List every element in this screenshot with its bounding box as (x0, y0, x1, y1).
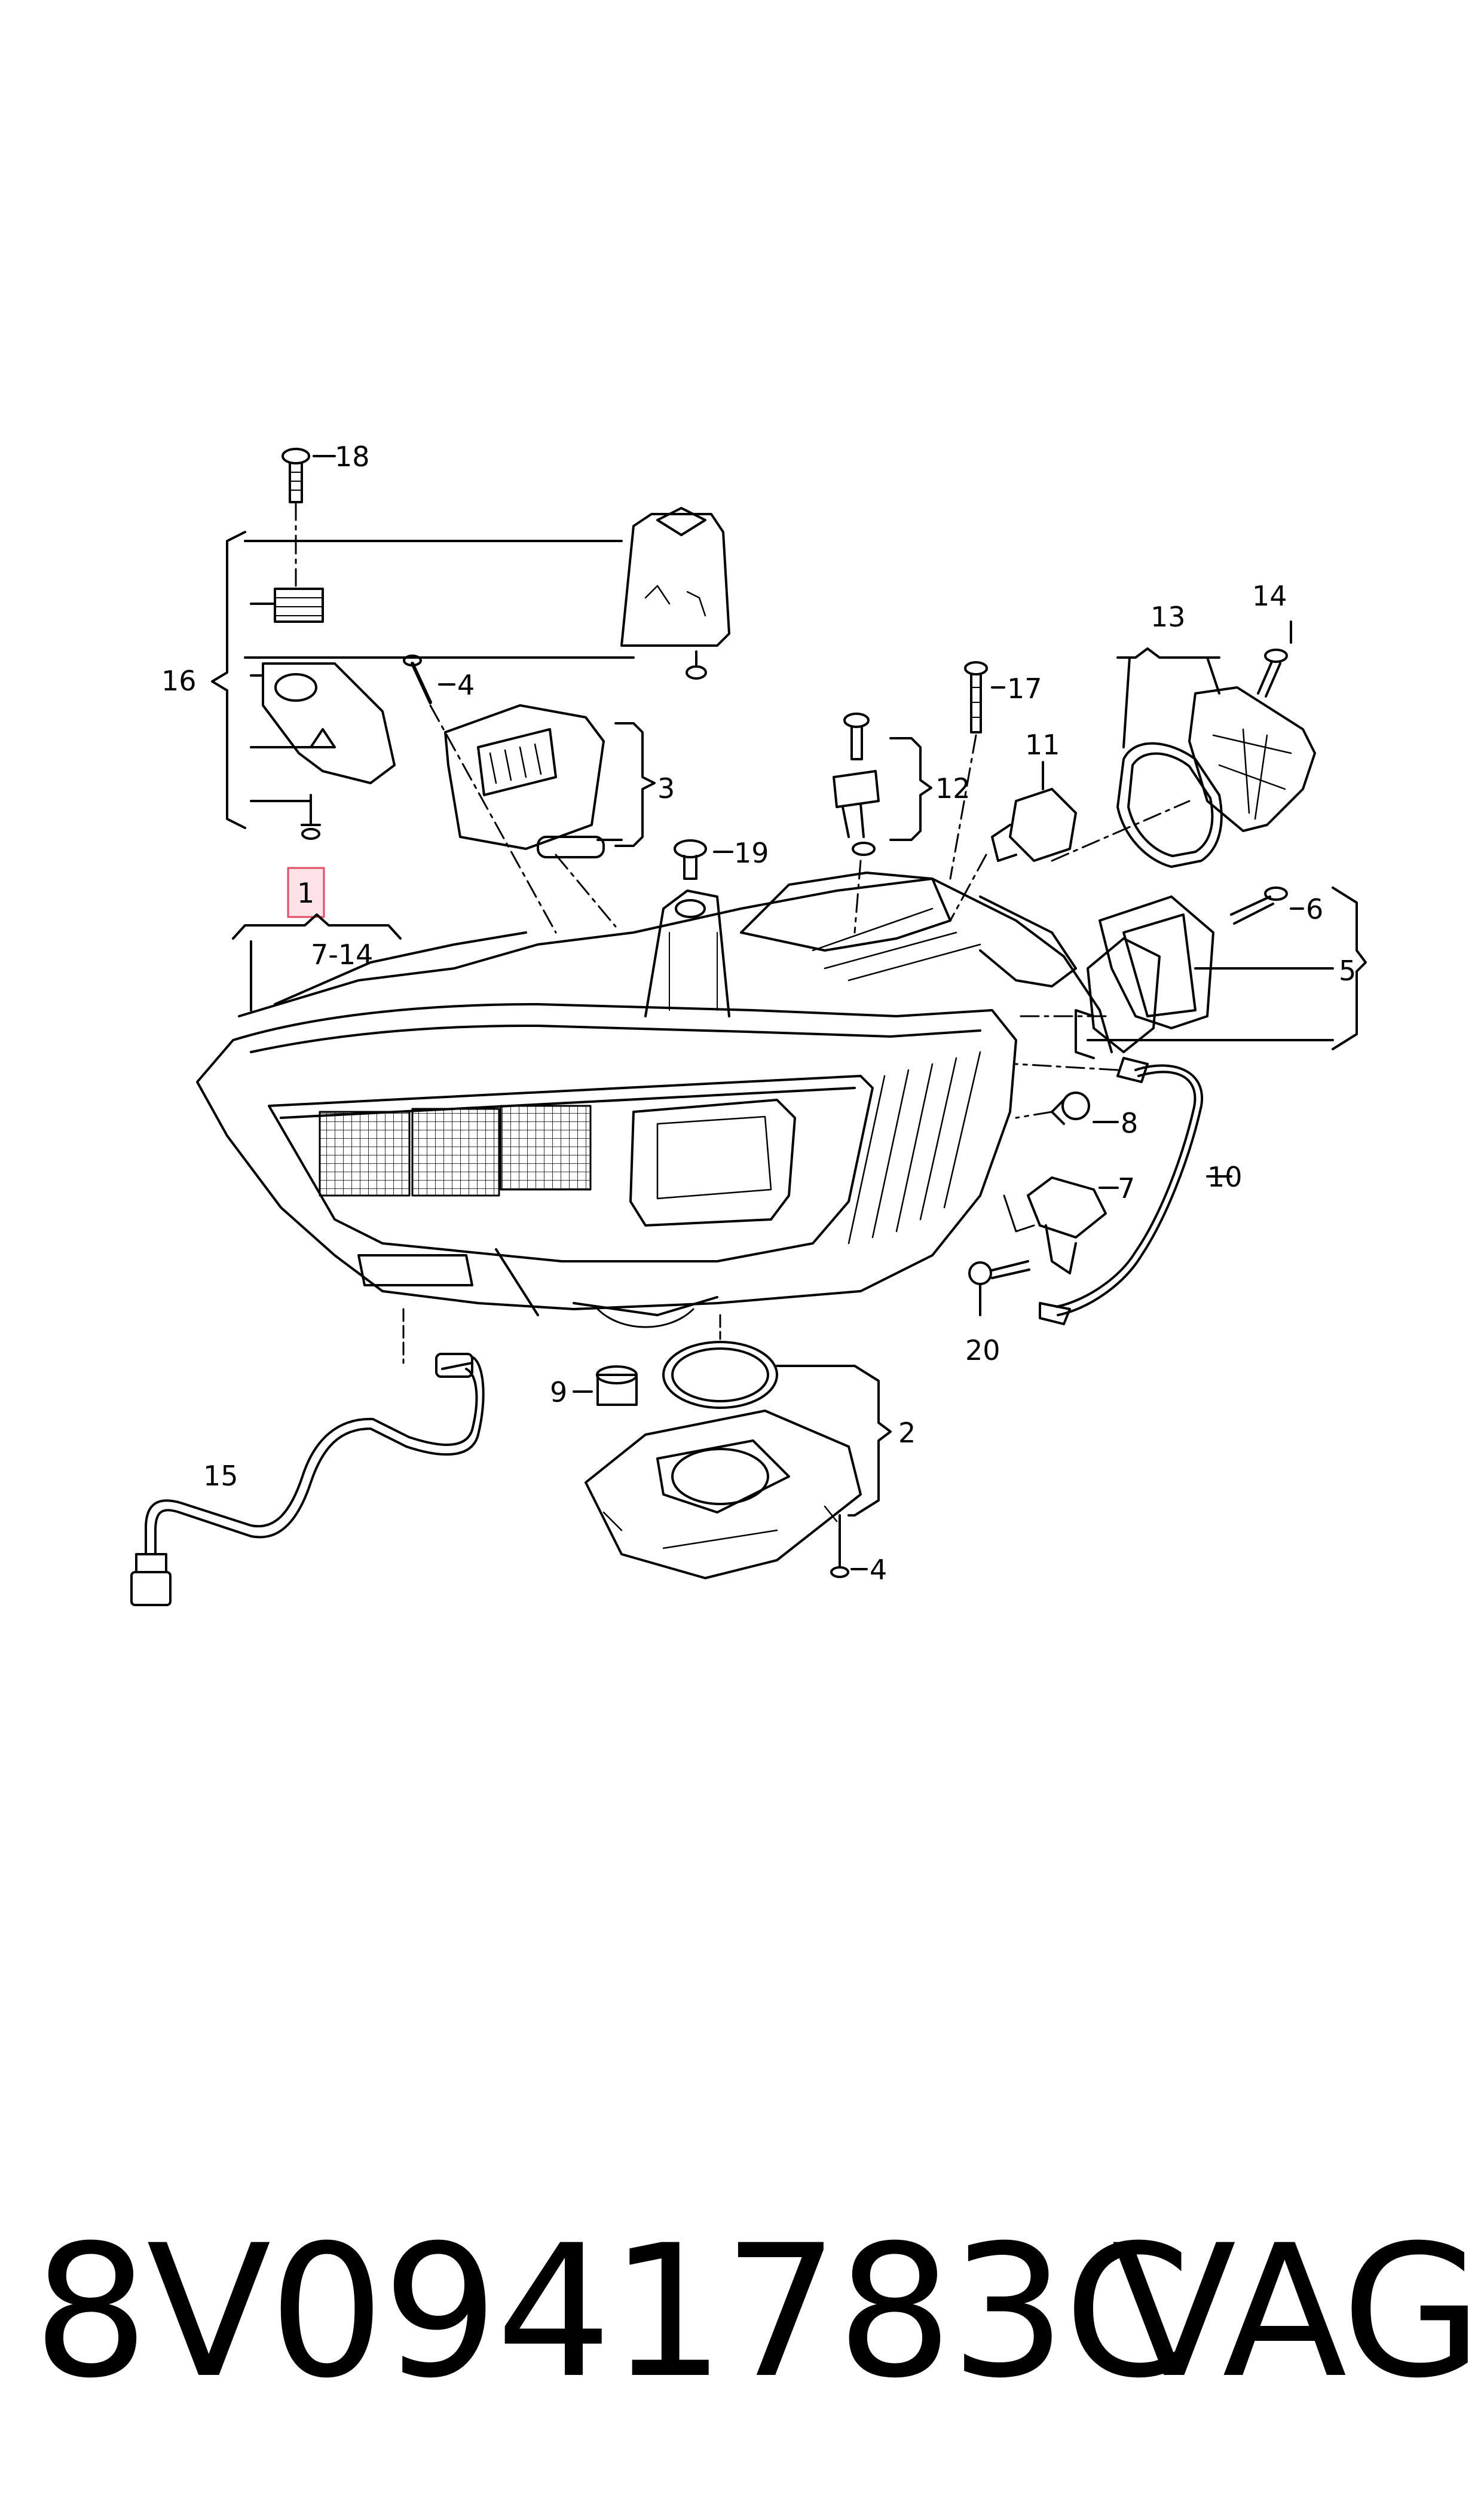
callout-1: 1 (297, 877, 314, 909)
callout-13: 13 (1151, 601, 1186, 633)
cover-13 (1051, 647, 1316, 868)
cover-5 (1015, 886, 1367, 1059)
brace-1 (232, 913, 402, 940)
screw-6 (1230, 886, 1304, 925)
callout-4-bottom: 4 (870, 1554, 887, 1586)
callout-1-highlight (287, 867, 325, 918)
callout-14: 14 (1252, 580, 1287, 612)
adjuster-12 (833, 713, 932, 934)
control-module-3 (444, 704, 656, 928)
callout-10: 10 (1207, 1161, 1243, 1193)
callout-15: 15 (203, 1460, 238, 1492)
callout-3: 3 (657, 772, 675, 805)
screw-4-top (403, 655, 557, 934)
callout-4-top: 4 (457, 669, 475, 701)
grommet-9 (573, 1365, 638, 1406)
callout-6: 6 (1306, 893, 1323, 925)
callout-17: 17 (1007, 672, 1042, 705)
cable-10 (1015, 1057, 1232, 1325)
top-cover (620, 507, 730, 680)
cable-15 (130, 1308, 485, 1606)
screw-14 (1257, 620, 1292, 698)
brace-16 (211, 531, 246, 829)
callout-9: 9 (550, 1376, 567, 1408)
callout-12: 12 (935, 772, 971, 805)
callout-16: 16 (161, 665, 197, 697)
ballast-2 (585, 1314, 892, 1579)
screw-18 (281, 448, 336, 503)
callout-20: 20 (965, 1334, 1000, 1366)
holder-7 (1003, 1176, 1119, 1274)
callout-18: 18 (335, 441, 370, 473)
callout-5: 5 (1339, 955, 1356, 987)
callout-8: 8 (1121, 1107, 1138, 1139)
callout-2: 2 (898, 1417, 916, 1449)
headlight-housing (196, 872, 1113, 1328)
bulb-8 (1015, 1092, 1119, 1125)
motor-11 (949, 761, 1077, 922)
brand-label: VAG (1112, 2206, 1483, 2418)
callout-19: 19 (734, 837, 769, 869)
callout-7: 7 (1118, 1172, 1135, 1204)
screw-17 (949, 661, 1005, 880)
part-number: 8V0941783C (33, 2206, 1191, 2418)
bracket-16 (250, 588, 396, 840)
callout-11: 11 (1025, 729, 1060, 761)
callout-1-range: 7-14 (311, 938, 373, 971)
screw-19 (674, 839, 733, 880)
screw-20 (968, 1260, 1030, 1316)
